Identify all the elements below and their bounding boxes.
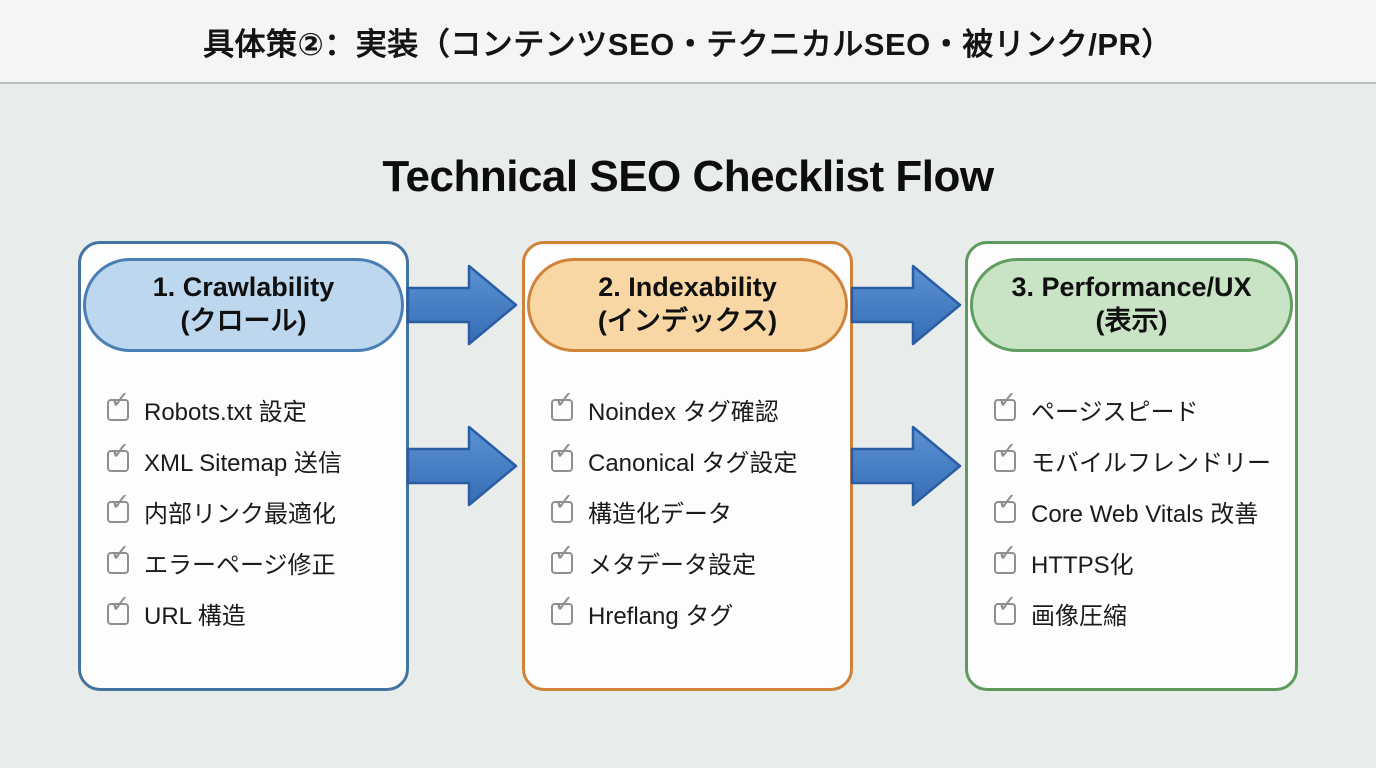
- checklist-item-label: Hreflang タグ: [588, 603, 734, 630]
- column-title-en: 1. Crawlability: [152, 272, 335, 303]
- flow-arrow-icon: [406, 425, 518, 507]
- flow-arrow-icon: [406, 264, 518, 346]
- checklist-item: ✓ モバイルフレンドリー: [994, 435, 1287, 486]
- column-title-ja: (表示): [1095, 306, 1168, 336]
- checked-checkbox-icon: ✓: [551, 592, 574, 625]
- checklist-item-label: HTTPS化: [1031, 552, 1134, 579]
- column-title-ja: (インデックス): [597, 306, 778, 336]
- checklist-item: ✓ エラーページ修正: [107, 537, 398, 588]
- checklist-item: ✓ 構造化データ: [551, 486, 842, 537]
- checklist-item: ✓ メタデータ設定: [551, 537, 842, 588]
- checked-checkbox-icon: ✓: [551, 490, 574, 523]
- column-title-en: 2. Indexability: [598, 272, 777, 303]
- column-title-ja: (クロール): [180, 306, 307, 336]
- checked-checkbox-icon: ✓: [994, 388, 1017, 421]
- checklist-item-label: 画像圧縮: [1031, 603, 1127, 630]
- checklist-item-label: Canonical タグ設定: [588, 450, 798, 477]
- checked-checkbox-icon: ✓: [994, 592, 1017, 625]
- column-header-pill: 1. Crawlability (クロール): [83, 258, 404, 352]
- checklist-item: ✓ Robots.txt 設定: [107, 384, 398, 435]
- checklist-item-label: 内部リンク最適化: [144, 501, 336, 528]
- checked-checkbox-icon: ✓: [551, 541, 574, 574]
- checklist: ✓ Robots.txt 設定 ✓ XML Sitemap 送信 ✓ 内部リンク最適化…: [107, 384, 398, 639]
- checklist-item-label: Core Web Vitals 改善: [1031, 501, 1259, 528]
- checklist-item: ✓ Core Web Vitals 改善: [994, 486, 1287, 537]
- diagram-title: Technical SEO Checklist Flow: [382, 152, 994, 201]
- checklist-item-label: Robots.txt 設定: [144, 399, 307, 426]
- checklist-item-label: エラーページ修正: [144, 552, 336, 579]
- checked-checkbox-icon: ✓: [551, 388, 574, 421]
- column-card-indexability: 2. Indexability (インデックス) ✓ Noindex タグ確認 ✓…: [522, 241, 853, 691]
- checklist-item: ✓ 画像圧縮: [994, 588, 1287, 639]
- flow-arrow-icon: [850, 425, 962, 507]
- checklist-item-label: モバイルフレンドリー: [1031, 450, 1271, 477]
- checklist-item: ✓ Hreflang タグ: [551, 588, 842, 639]
- column-card-performance-ux: 3. Performance/UX (表示) ✓ ページスピード ✓ モバイルフレン…: [965, 241, 1298, 691]
- column-header-pill: 3. Performance/UX (表示): [970, 258, 1293, 352]
- checked-checkbox-icon: ✓: [107, 592, 130, 625]
- checklist-item-label: メタデータ設定: [588, 552, 756, 579]
- checklist-item-label: URL 構造: [144, 603, 246, 630]
- checklist-item-label: Noindex タグ確認: [588, 399, 779, 426]
- checklist-item: ✓ Canonical タグ設定: [551, 435, 842, 486]
- checked-checkbox-icon: ✓: [551, 439, 574, 472]
- column-title-en: 3. Performance/UX: [1011, 272, 1252, 303]
- checklist-item: ✓ XML Sitemap 送信: [107, 435, 398, 486]
- checked-checkbox-icon: ✓: [107, 490, 130, 523]
- checked-checkbox-icon: ✓: [994, 439, 1017, 472]
- checklist-item: ✓ Noindex タグ確認: [551, 384, 842, 435]
- column-header-pill: 2. Indexability (インデックス): [527, 258, 848, 352]
- column-card-crawlability: 1. Crawlability (クロール) ✓ Robots.txt 設定 ✓ X…: [78, 241, 409, 691]
- checked-checkbox-icon: ✓: [107, 439, 130, 472]
- checked-checkbox-icon: ✓: [107, 388, 130, 421]
- checklist-item: ✓ URL 構造: [107, 588, 398, 639]
- checklist-item-label: XML Sitemap 送信: [144, 450, 342, 477]
- checked-checkbox-icon: ✓: [994, 490, 1017, 523]
- slide-header-band: 具体策②：実装（コンテンツSEO・テクニカルSEO・被リンク/PR）: [0, 0, 1376, 84]
- checklist-item: ✓ HTTPS化: [994, 537, 1287, 588]
- checklist-item: ✓ 内部リンク最適化: [107, 486, 398, 537]
- checklist: ✓ Noindex タグ確認 ✓ Canonical タグ設定 ✓ 構造化データ ✓ メ…: [551, 384, 842, 639]
- checklist: ✓ ページスピード ✓ モバイルフレンドリー ✓ Core Web Vitals 改善…: [994, 384, 1287, 639]
- checked-checkbox-icon: ✓: [994, 541, 1017, 574]
- checklist-item: ✓ ページスピード: [994, 384, 1287, 435]
- flow-arrow-icon: [850, 264, 962, 346]
- checklist-item-label: ページスピード: [1031, 399, 1199, 426]
- checklist-item-label: 構造化データ: [588, 501, 732, 528]
- slide-header-title: 具体策②：実装（コンテンツSEO・テクニカルSEO・被リンク/PR）: [203, 26, 1173, 62]
- checked-checkbox-icon: ✓: [107, 541, 130, 574]
